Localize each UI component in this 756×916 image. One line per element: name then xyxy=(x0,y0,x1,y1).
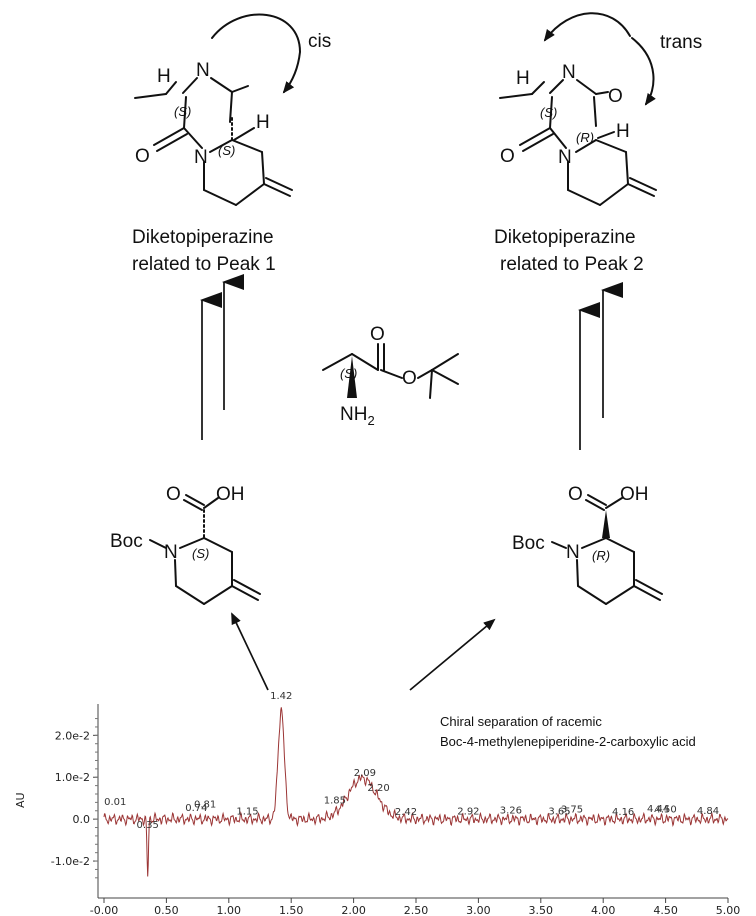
caption-line2: related to Peak 2 xyxy=(500,254,644,275)
stereo-label: (R) xyxy=(592,548,610,563)
atom-boc: Boc xyxy=(512,533,545,554)
atom-h: H xyxy=(516,68,530,89)
peak-label: 2.92 xyxy=(457,806,479,817)
stereo-label-b: (S) xyxy=(218,143,235,158)
chromatogram-title-line1: Chiral separation of racemic xyxy=(440,714,602,729)
peak-label: 4.50 xyxy=(654,804,676,815)
y-tick-label: 2.0e-2 xyxy=(55,729,90,742)
atom-h-right: H xyxy=(616,121,630,142)
caption-line2: related to Peak 1 xyxy=(132,254,276,275)
atom-n: N xyxy=(164,542,178,563)
peak2-arrow xyxy=(409,618,496,691)
stereo-label-b: (R) xyxy=(576,130,594,145)
caption-line1: Diketopiperazine xyxy=(494,227,636,248)
atom-o-ester: O xyxy=(402,368,417,389)
stereo-label-a: (S) xyxy=(174,104,191,119)
stereo-label: (S) xyxy=(192,546,209,561)
chromatogram: Chiral separation of racemic Boc-4-methy… xyxy=(14,691,740,916)
atom-boc: Boc xyxy=(110,531,143,552)
atom-h: H xyxy=(157,66,171,87)
atom-n-ring: N xyxy=(558,147,572,168)
y-axis-label: AU xyxy=(14,792,27,808)
x-tick-label: 2.00 xyxy=(341,904,366,916)
reaction-arrows-left xyxy=(200,274,244,440)
peak-label: 1.15 xyxy=(236,806,258,817)
atom-o-left: O xyxy=(500,146,515,167)
peak-label: 2.20 xyxy=(367,783,389,794)
peak-label: 0.74 xyxy=(185,803,207,814)
peak-label: 0.01 xyxy=(104,797,126,808)
atom-n: N xyxy=(196,60,210,81)
x-tick-label: 0.50 xyxy=(154,904,179,916)
diketopiperazine-peak1: cis H N N O N H (S) (S) Diketopiperazine… xyxy=(132,13,331,275)
x-tick-label: 3.00 xyxy=(466,904,491,916)
atom-n: N xyxy=(566,542,580,563)
wedge-bond xyxy=(602,510,610,538)
peak-label: 0.35 xyxy=(137,820,159,831)
atom-n: N xyxy=(562,62,576,83)
y-tick-label: 1.0e-2 xyxy=(55,771,90,784)
peak-label: 3.65 xyxy=(548,807,570,818)
atom-n-ring: N xyxy=(194,147,208,168)
wedge-bond xyxy=(347,356,357,398)
atom-h-right: H xyxy=(256,112,270,133)
x-tick-label: 2.50 xyxy=(404,904,429,916)
peak-label: 0.81 xyxy=(194,800,216,811)
atom-o-carbonyl: O xyxy=(370,324,385,345)
atom-o-top: O xyxy=(608,86,623,107)
x-tick-label: 1.50 xyxy=(279,904,304,916)
x-tick-label: -0.00 xyxy=(90,904,118,916)
peak-label: 2.09 xyxy=(354,768,376,779)
atom-o: O xyxy=(166,484,181,505)
stereo-label: (S) xyxy=(340,366,357,381)
peak-label: 4.84 xyxy=(697,806,719,817)
boc-acid-s: O OH Boc N (S) xyxy=(110,484,261,605)
trans-label: trans xyxy=(660,32,702,53)
peak-label: 1.42 xyxy=(270,691,292,702)
x-tick-label: 4.50 xyxy=(653,904,678,916)
peak-label: 3.75 xyxy=(561,804,583,815)
peak-label: 4.44 xyxy=(647,804,669,815)
boc-acid-r: O OH Boc N (R) xyxy=(512,484,663,605)
cis-label: cis xyxy=(308,31,331,52)
y-tick-label: -1.0e-2 xyxy=(51,855,90,868)
alanine-tert-butyl-ester: O O NH2 (S) xyxy=(322,324,459,428)
chromatogram-trace xyxy=(103,707,729,877)
atom-oh: OH xyxy=(620,484,649,505)
stereo-label-a: (S) xyxy=(540,105,557,120)
x-tick-label: 3.50 xyxy=(529,904,554,916)
reaction-arrows-right xyxy=(578,282,623,450)
x-tick-label: 5.00 xyxy=(716,904,741,916)
peak-label: 1.85 xyxy=(324,795,346,806)
atom-oh: OH xyxy=(216,484,245,505)
cis-curved-arrow xyxy=(211,13,301,94)
peak-label: 4.16 xyxy=(612,807,634,818)
chromatogram-title-line2: Boc-4-methylenepiperidine-2-carboxylic a… xyxy=(440,734,696,749)
peak1-arrow xyxy=(231,612,269,691)
peak-label: 2.42 xyxy=(395,807,417,818)
x-tick-label: 1.00 xyxy=(217,904,242,916)
trans-curved-arrow xyxy=(543,12,631,42)
y-tick-label: 0.0 xyxy=(73,813,91,826)
diketopiperazine-peak2: trans H N O O N H (S) (R) Diketopiperazi… xyxy=(494,12,702,275)
caption-line1: Diketopiperazine xyxy=(132,227,274,248)
x-tick-label: 4.00 xyxy=(591,904,616,916)
atom-nh: NH2 xyxy=(340,404,375,428)
atom-o-left: O xyxy=(135,146,150,167)
atom-o: O xyxy=(568,484,583,505)
peak-label: 3.26 xyxy=(500,806,522,817)
